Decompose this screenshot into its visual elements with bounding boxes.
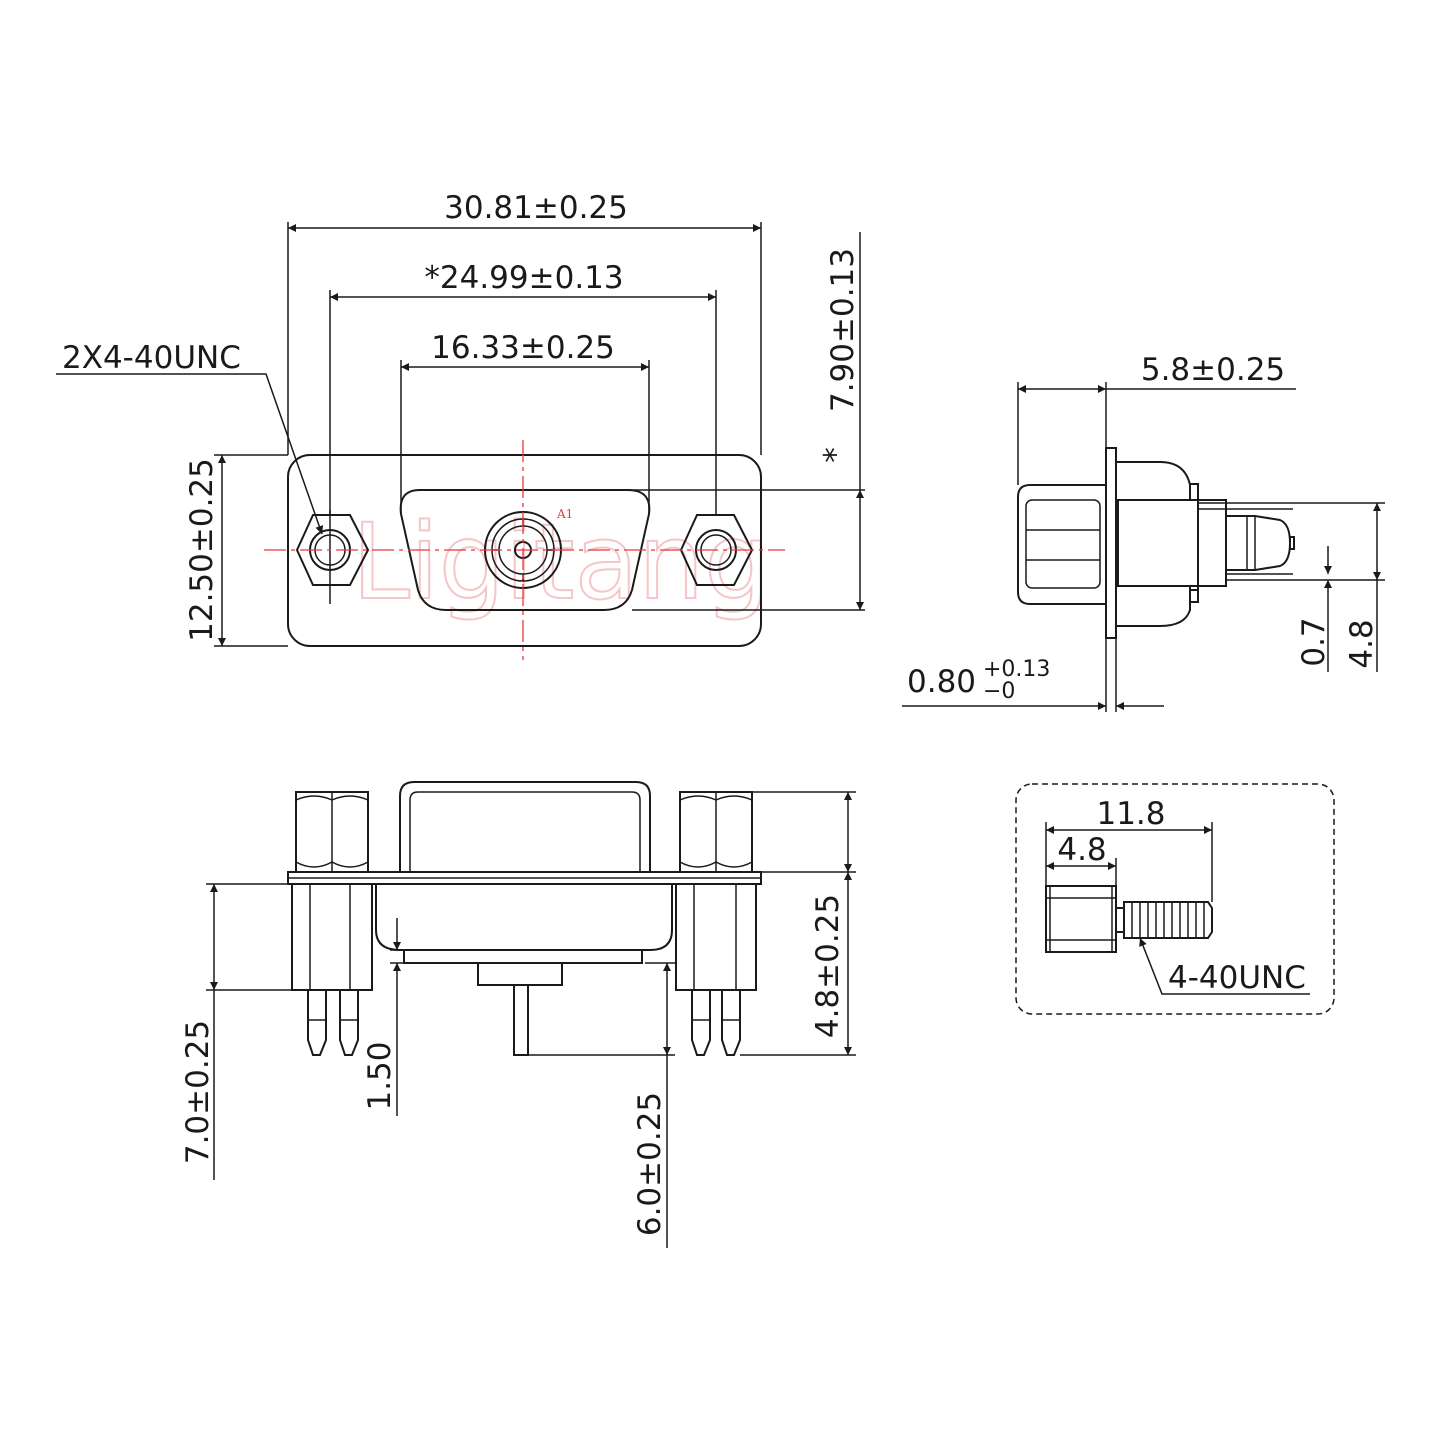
front-view: Ligitang A1	[56, 190, 865, 660]
dim-screw-length: 11.8	[1096, 796, 1165, 832]
screw-hex-head	[1045, 885, 1117, 953]
screw-thread-callout: 4-40UNC	[1168, 960, 1306, 996]
dim-mating-height: 4.8±0.25	[810, 894, 846, 1038]
shell-shroud	[399, 781, 651, 872]
dim-step-height: 1.50	[362, 1041, 398, 1110]
dim-shell-depth: 5.8±0.25	[1141, 352, 1285, 388]
dim-standoff-length: 7.0±0.25	[180, 1020, 216, 1164]
left-board-locks	[307, 990, 359, 1056]
thread-callout: 2X4-40UNC	[62, 340, 241, 376]
dim-pin-length: 6.0±0.25	[632, 1092, 668, 1236]
dim-flange-thickness-lower-tol: −0	[983, 679, 1015, 704]
detail-frame	[1015, 783, 1335, 1015]
side-hex-nut	[1017, 484, 1106, 605]
screw-detail: 11.8 4.8 4-40UNC	[1015, 783, 1335, 1015]
contact-label-a1: A1	[556, 507, 573, 521]
dim-mounting-hole-pitch: *24.99±0.13	[424, 260, 623, 296]
side-insulator	[1117, 499, 1227, 587]
dim-flange-height: 12.50±0.25	[184, 458, 220, 642]
screw-threaded-stud	[1123, 901, 1213, 939]
dim-shell-height: 7.90±0.13	[825, 248, 861, 412]
right-board-locks	[691, 990, 741, 1056]
dim-flange-thickness-upper-tol: +0.13	[983, 657, 1050, 682]
dim-shell-width: 16.33±0.25	[431, 330, 615, 366]
dim-flange-thickness: 0.80	[907, 664, 976, 700]
center-pin	[513, 984, 529, 1056]
side-view: 5.8±0.25 0.80 +0.13 −0 0.7 4.8	[902, 352, 1385, 712]
dim-pin-offset: 0.7	[1296, 617, 1332, 666]
dim-overall-width: 30.81±0.25	[444, 190, 628, 226]
right-standoff-body	[675, 883, 757, 991]
side-body	[1116, 461, 1199, 627]
side-flange	[1105, 447, 1117, 639]
left-standoff-body	[291, 883, 373, 991]
bottom-view: 4.8±0.25 7.0±0.25 1.50 6.0±0.25	[180, 781, 856, 1248]
rear-body	[375, 884, 673, 951]
dim-shell-height-asterisk: *	[818, 447, 854, 463]
dim-screw-head-length: 4.8	[1057, 832, 1106, 868]
dim-pin-spacing: 4.8	[1344, 619, 1380, 668]
side-coax-tail	[1226, 515, 1292, 571]
